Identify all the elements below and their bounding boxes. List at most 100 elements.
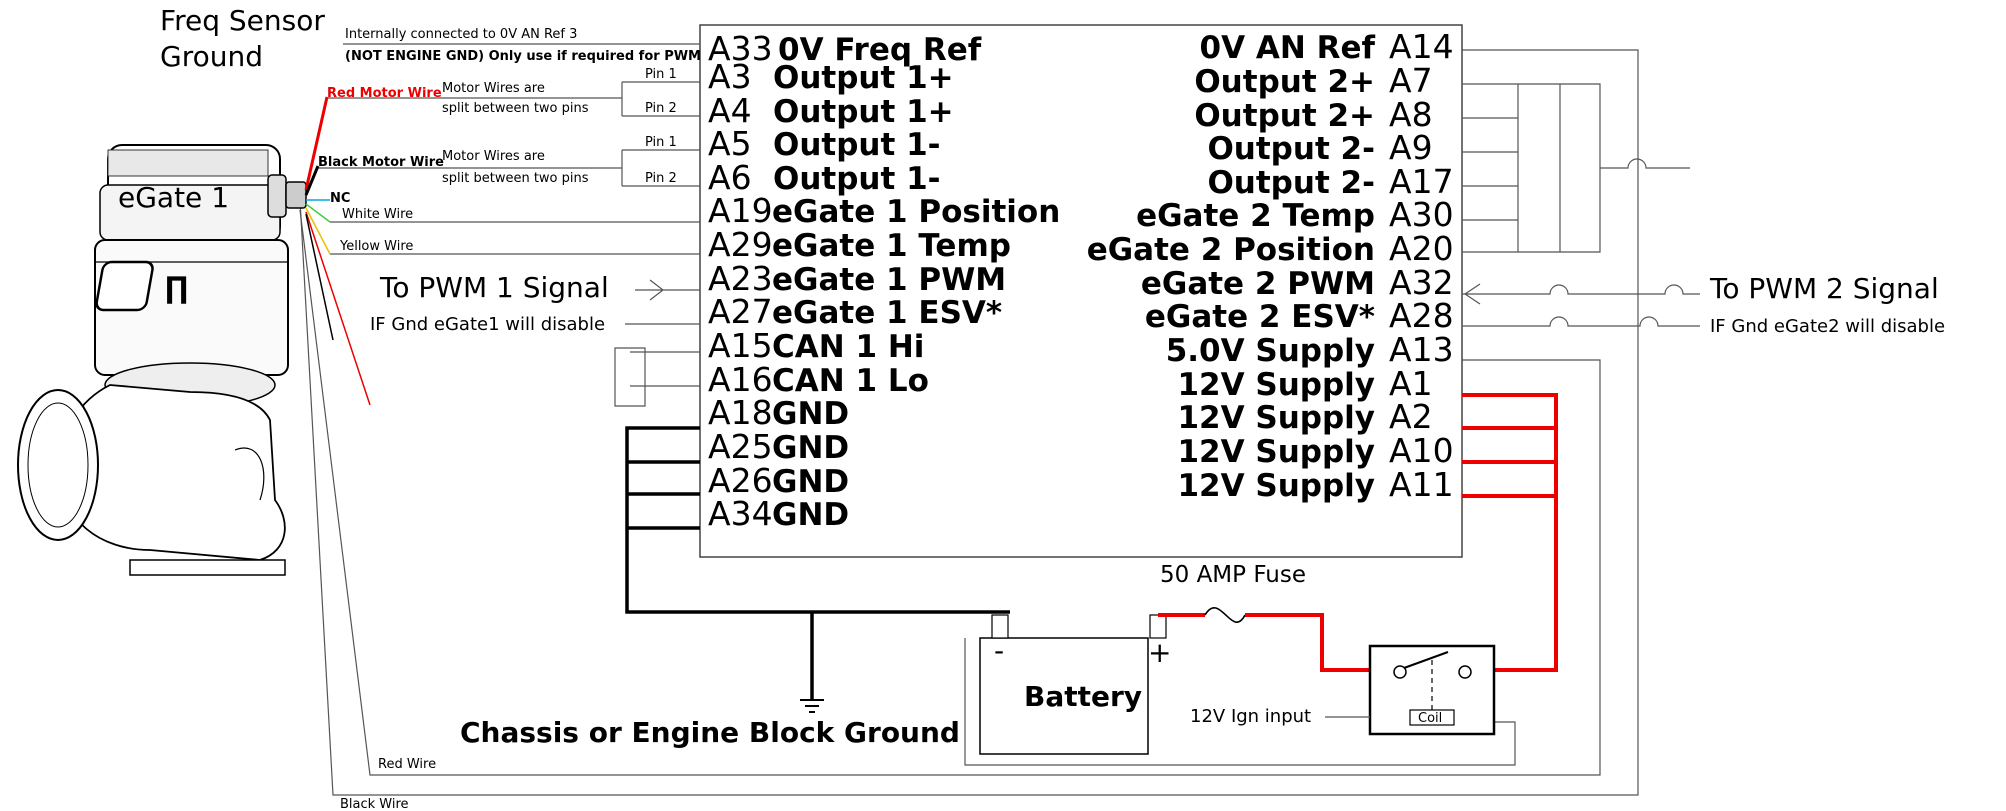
red-wire: [305, 211, 371, 406]
right-pin-signal: eGate 2 Position: [1087, 232, 1375, 268]
right-pin-signal: 12V Supply: [1177, 434, 1375, 470]
left-pin-signal: CAN 1 Lo: [772, 363, 929, 399]
left-pin-signal: GND: [772, 396, 849, 432]
to-pwm1-label: To PWM 1 Signal: [379, 271, 609, 304]
left-pin-signal: Output 1+: [773, 60, 954, 96]
battery-label: Battery: [1024, 680, 1142, 713]
right-pin-signal: Output 2-: [1207, 131, 1375, 167]
left-pin-id: A15: [708, 326, 773, 365]
right-pin-id: A28: [1389, 296, 1454, 335]
right-pin-id: A2: [1389, 397, 1433, 436]
right-pin-id: A30: [1389, 195, 1454, 234]
right-pin-signal: 12V Supply: [1177, 468, 1375, 504]
can-twisted-pair: [614, 347, 700, 407]
right-pin-id: A13: [1389, 330, 1454, 369]
white-wire: [305, 203, 331, 223]
right-pin-list: 0V AN Ref A14 Output 2+ A7 Output 2+ A8 …: [1087, 27, 1454, 504]
pin1-label: Pin 1: [645, 67, 677, 82]
black-wire-loop: [299, 49, 1639, 796]
black-wire-label: Black Wire: [340, 797, 409, 811]
left-pin-signal: GND: [772, 464, 849, 500]
left-pin-signal: eGate 1 Position: [772, 194, 1060, 230]
to-pwm2-label: To PWM 2 Signal: [1709, 272, 1939, 305]
esv2-wire: [1462, 316, 1700, 327]
right-pin-signal: Output 2+: [1194, 64, 1375, 100]
battery-plus: +: [1148, 636, 1171, 669]
same-as-output-line: [1600, 158, 1690, 169]
red-motor-wire-label: Red Motor Wire: [327, 86, 442, 101]
right-pin-id: A14: [1389, 27, 1454, 66]
battery-minus: -: [994, 634, 1004, 667]
left-pin-signal: Output 1-: [773, 127, 941, 163]
motor-split-note: Motor Wires are: [442, 149, 545, 164]
right-pin-id: A32: [1389, 263, 1454, 302]
freq-sensor-ground-label: Freq Sensor: [160, 4, 325, 37]
left-pin-signal: GND: [772, 430, 849, 466]
right-pin-signal: Output 2-: [1207, 165, 1375, 201]
egate2-output-wiring: [1462, 83, 1601, 253]
output1plus-split: [327, 81, 700, 117]
internal-note: Internally connected to 0V AN Ref 3: [345, 27, 577, 42]
motor-split-note: Motor Wires are: [442, 81, 545, 96]
right-pin-id: A17: [1389, 162, 1454, 201]
ecu-box: [699, 24, 1463, 558]
left-pin-id: A25: [708, 427, 773, 466]
motor-split-note: split between two pins: [442, 171, 589, 186]
black-motor-wire: [304, 165, 320, 196]
right-pin-signal: eGate 2 PWM: [1141, 266, 1375, 302]
left-pin-signal: eGate 1 ESV*: [772, 295, 1002, 331]
relay-coil-label: Coil: [1418, 711, 1442, 726]
left-pin-id: A4: [708, 91, 752, 130]
right-pin-signal: 12V Supply: [1177, 367, 1375, 403]
left-pin-id: A26: [708, 461, 773, 500]
right-pin-id: A20: [1389, 229, 1454, 268]
svg-text:∏: ∏: [165, 271, 189, 306]
white-wire-label: White Wire: [342, 207, 413, 222]
right-pin-signal: 5.0V Supply: [1166, 333, 1375, 369]
battery-positive-terminal: [1149, 614, 1167, 639]
not-engine-gnd-note: (NOT ENGINE GND) Only use if required fo…: [345, 49, 701, 64]
pin2-label: Pin 2: [645, 171, 677, 186]
red-motor-wire: [304, 96, 329, 191]
chassis-ground-symbol: [800, 699, 824, 713]
right-pin-id: A11: [1389, 465, 1454, 504]
left-pin-list: A33 0V Freq Ref A3 Output 1+ A4 Output 1…: [708, 29, 1060, 533]
right-pin-signal: eGate 2 ESV*: [1145, 299, 1375, 335]
left-pin-id: A29: [708, 225, 773, 264]
battery-box: [979, 637, 1149, 755]
nc-label: NC: [330, 191, 350, 206]
right-pin-id: A7: [1389, 61, 1433, 100]
relay-feed-wire: [1245, 613, 1376, 672]
left-pin-id: A23: [708, 259, 773, 298]
ground-bus: [625, 426, 1010, 700]
motor-split-note: split between two pins: [442, 101, 589, 116]
left-pin-signal: GND: [772, 497, 849, 533]
relay-contact: [1458, 665, 1472, 679]
right-pin-signal: eGate 2 Temp: [1136, 198, 1375, 234]
ign-input-label: 12V Ign input: [1190, 706, 1311, 727]
left-pin-id: A33: [708, 29, 773, 68]
pwm2-arrow: [1462, 283, 1640, 305]
left-pin-id: A6: [708, 158, 752, 197]
left-pin-signal: CAN 1 Hi: [772, 329, 924, 365]
right-pin-id: A9: [1389, 128, 1433, 167]
left-pin-id: A3: [708, 57, 752, 96]
output1minus-split: [318, 149, 700, 187]
left-pin-id: A27: [708, 292, 773, 331]
yellow-wire: [305, 207, 331, 255]
relay-contact: [1393, 665, 1407, 679]
fuse-symbol: [1204, 607, 1246, 623]
left-pin-id: A19: [708, 191, 773, 230]
left-pin-id: A5: [708, 124, 752, 163]
left-pin-id: A16: [708, 360, 773, 399]
pwm1-arrow: [635, 279, 700, 301]
battery-negative-terminal: [991, 614, 1009, 639]
pin1-label: Pin 1: [645, 135, 677, 150]
left-pin-signal: Output 1+: [773, 94, 954, 130]
right-pin-id: A10: [1389, 431, 1454, 470]
chassis-ground-label: Chassis or Engine Block Ground: [460, 716, 960, 749]
pin2-label: Pin 2: [645, 101, 677, 116]
left-pin-id: A34: [708, 494, 773, 533]
battery-outline: [964, 638, 1516, 766]
relay-coil: [1409, 709, 1455, 726]
